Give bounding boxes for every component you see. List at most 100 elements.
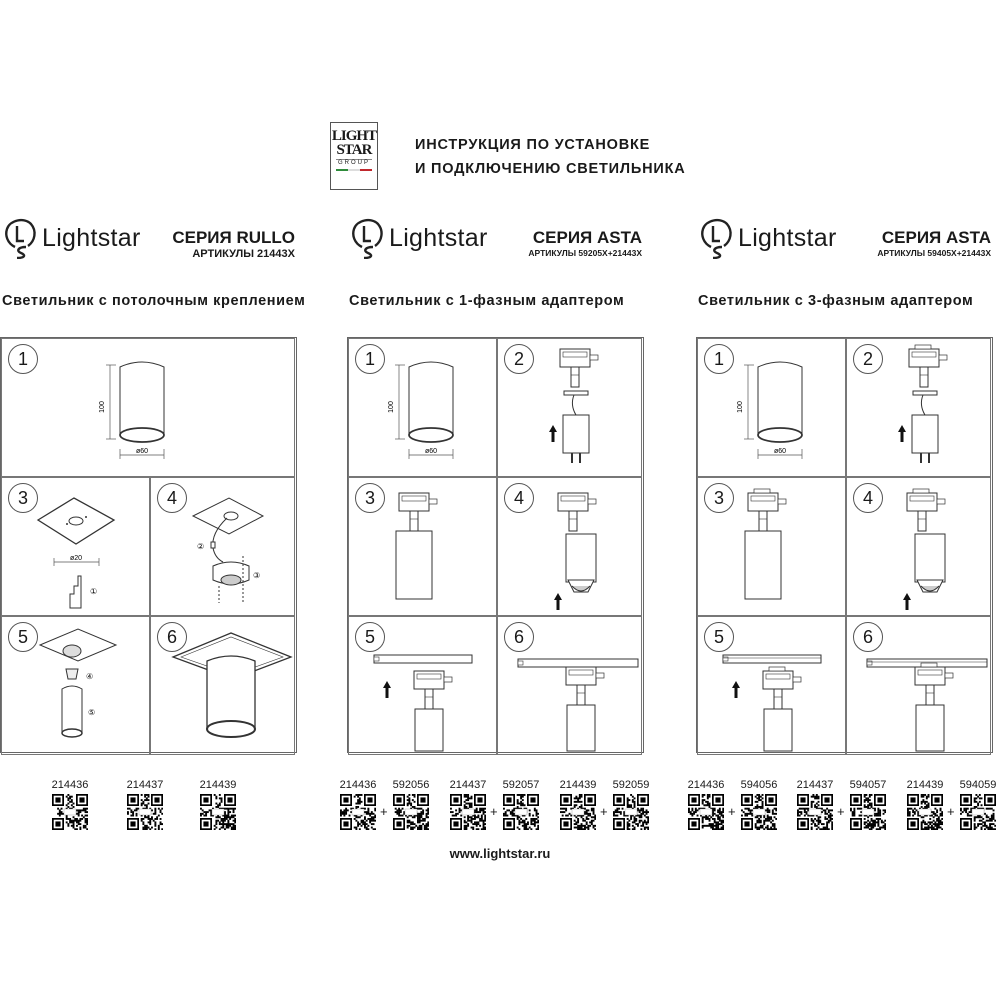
luminaire-subtitle: Светильник с потолочным креплением: [2, 293, 306, 309]
step-5-panel-illustration: [373, 654, 473, 752]
step-number: 2: [853, 344, 883, 374]
svg-text:②: ②: [197, 542, 204, 551]
article-code-label: 592056: [392, 779, 430, 791]
lightstar-bulb-icon: [352, 218, 383, 259]
luminaire-dimension-drawing: 100 ø60: [737, 361, 803, 459]
ceiling-base: [212, 561, 250, 586]
qr-code[interactable]: [52, 794, 89, 831]
qr-code[interactable]: [850, 794, 887, 831]
track-adapter: [914, 662, 954, 706]
qr-code[interactable]: [200, 794, 237, 831]
article-code-label: 214436: [687, 779, 725, 791]
article-code-label: 214437: [796, 779, 834, 791]
qr-code[interactable]: [450, 794, 487, 831]
qr-code[interactable]: [393, 794, 430, 831]
series-title: СЕРИЯ RULLO: [172, 228, 295, 247]
hole-diameter-label: ø20: [70, 555, 82, 562]
height-dimension-label: 100: [388, 401, 395, 413]
step-2-panel: 2: [497, 338, 642, 477]
document-title: ИНСТРУКЦИЯ ПО УСТАНОВКЕ И ПОДКЛЮЧЕНИЮ СВ…: [415, 137, 686, 177]
ceiling-plate: [36, 497, 116, 545]
diameter-dimension-label: ø60: [136, 448, 148, 455]
track-adapter: [413, 670, 453, 710]
svg-text:④: ④: [86, 672, 93, 681]
track-rail: [722, 654, 822, 664]
step-number: 4: [853, 483, 883, 513]
step-6-panel-illustration: [866, 658, 988, 752]
article-code-label: 594057: [849, 779, 887, 791]
qr-code[interactable]: [613, 794, 650, 831]
qr-code[interactable]: [907, 794, 944, 831]
website-link[interactable]: www.lightstar.ru: [449, 846, 551, 861]
up-arrow-icon: [554, 593, 562, 610]
up-arrow-icon: [549, 425, 557, 442]
step-5-panel: 5: [348, 616, 497, 755]
gu10-lamp: [916, 579, 944, 593]
lightstar-group-logo: LIGHT STAR GROUP: [330, 122, 378, 190]
article-numbers: АРТИКУЛЫ 59205X+21443X: [528, 248, 642, 258]
article-code-label: 594059: [959, 779, 997, 791]
track-rail: [517, 658, 639, 668]
step-4-panel: ② ③ 4: [150, 477, 295, 616]
step-1-panel: 100 ø60 1: [697, 338, 846, 477]
step-4-panel: 4: [846, 477, 991, 616]
qr-code[interactable]: [340, 794, 377, 831]
step-6-panel: 6: [846, 616, 991, 755]
step-number: 5: [8, 622, 38, 652]
step-3-panel: ø20 ① 3: [1, 477, 150, 616]
up-arrow-icon: [898, 425, 906, 442]
svg-text:③: ③: [253, 571, 260, 580]
track-adapter: [906, 488, 946, 532]
installation-steps-grid: 100 ø60 1 ø20 ① 3 ② ③ 4 ④ ⑤ 5 6: [0, 337, 297, 755]
step-1-panel-illustration: 100 ø60: [99, 361, 165, 459]
up-arrow-icon: [732, 681, 740, 698]
step-6-panel-illustration: [517, 658, 639, 752]
track-adapter: [398, 492, 438, 532]
step-number: 3: [704, 483, 734, 513]
step-number: 1: [355, 344, 385, 374]
step-number: 4: [157, 483, 187, 513]
step-number: 6: [157, 622, 187, 652]
plus-sign: +: [728, 804, 736, 819]
step-3-panel-illustration: ø20 ①: [36, 497, 116, 609]
qr-code[interactable]: [960, 794, 997, 831]
luminaire-subtitle: Светильник с 1-фазным адаптером: [349, 293, 625, 309]
article-code-label: 214437: [126, 779, 164, 791]
step-number: 1: [704, 344, 734, 374]
article-code-label: 214437: [449, 779, 487, 791]
step-number: 6: [504, 622, 534, 652]
article-code-label: 592059: [612, 779, 650, 791]
qr-code[interactable]: [127, 794, 164, 831]
step-4-panel-illustration: [554, 492, 597, 610]
installation-steps-grid: 100 ø60 1 2 3 4 5 6: [347, 337, 644, 755]
qr-code[interactable]: [797, 794, 834, 831]
step-1-panel: 100 ø60 1: [1, 338, 295, 477]
step-2-panel-illustration: [549, 348, 599, 463]
track-rail: [373, 654, 473, 664]
step-6-panel: 6: [497, 616, 642, 755]
step-1-panel-illustration: 100 ø60: [388, 361, 454, 459]
lightstar-logo: Lightstar: [4, 217, 141, 259]
track-adapter: [565, 666, 605, 706]
height-dimension-label: 100: [737, 401, 744, 413]
qr-code[interactable]: [503, 794, 540, 831]
installation-steps-grid: 100 ø60 1 2 3 4 5 6: [696, 337, 993, 755]
up-arrow-icon: [903, 593, 911, 610]
mounting-bracket: [69, 575, 82, 609]
qr-code[interactable]: [688, 794, 725, 831]
height-dimension-label: 100: [99, 401, 106, 413]
up-arrow-icon: [383, 681, 391, 698]
plus-sign: +: [837, 804, 845, 819]
step-1-panel: 100 ø60 1: [348, 338, 497, 477]
series-title: СЕРИЯ ASTA: [532, 228, 642, 247]
article-code-label: 594056: [740, 779, 778, 791]
qr-code[interactable]: [560, 794, 597, 831]
article-code-label: 214439: [199, 779, 237, 791]
qr-code[interactable]: [741, 794, 778, 831]
step-5-panel: 5: [697, 616, 846, 755]
step-number: 2: [504, 344, 534, 374]
step-1-panel-illustration: 100 ø60: [737, 361, 803, 459]
luminaire-dimension-drawing: 100 ø60: [388, 361, 454, 459]
diameter-dimension-label: ø60: [774, 448, 786, 455]
plus-sign: +: [380, 804, 388, 819]
